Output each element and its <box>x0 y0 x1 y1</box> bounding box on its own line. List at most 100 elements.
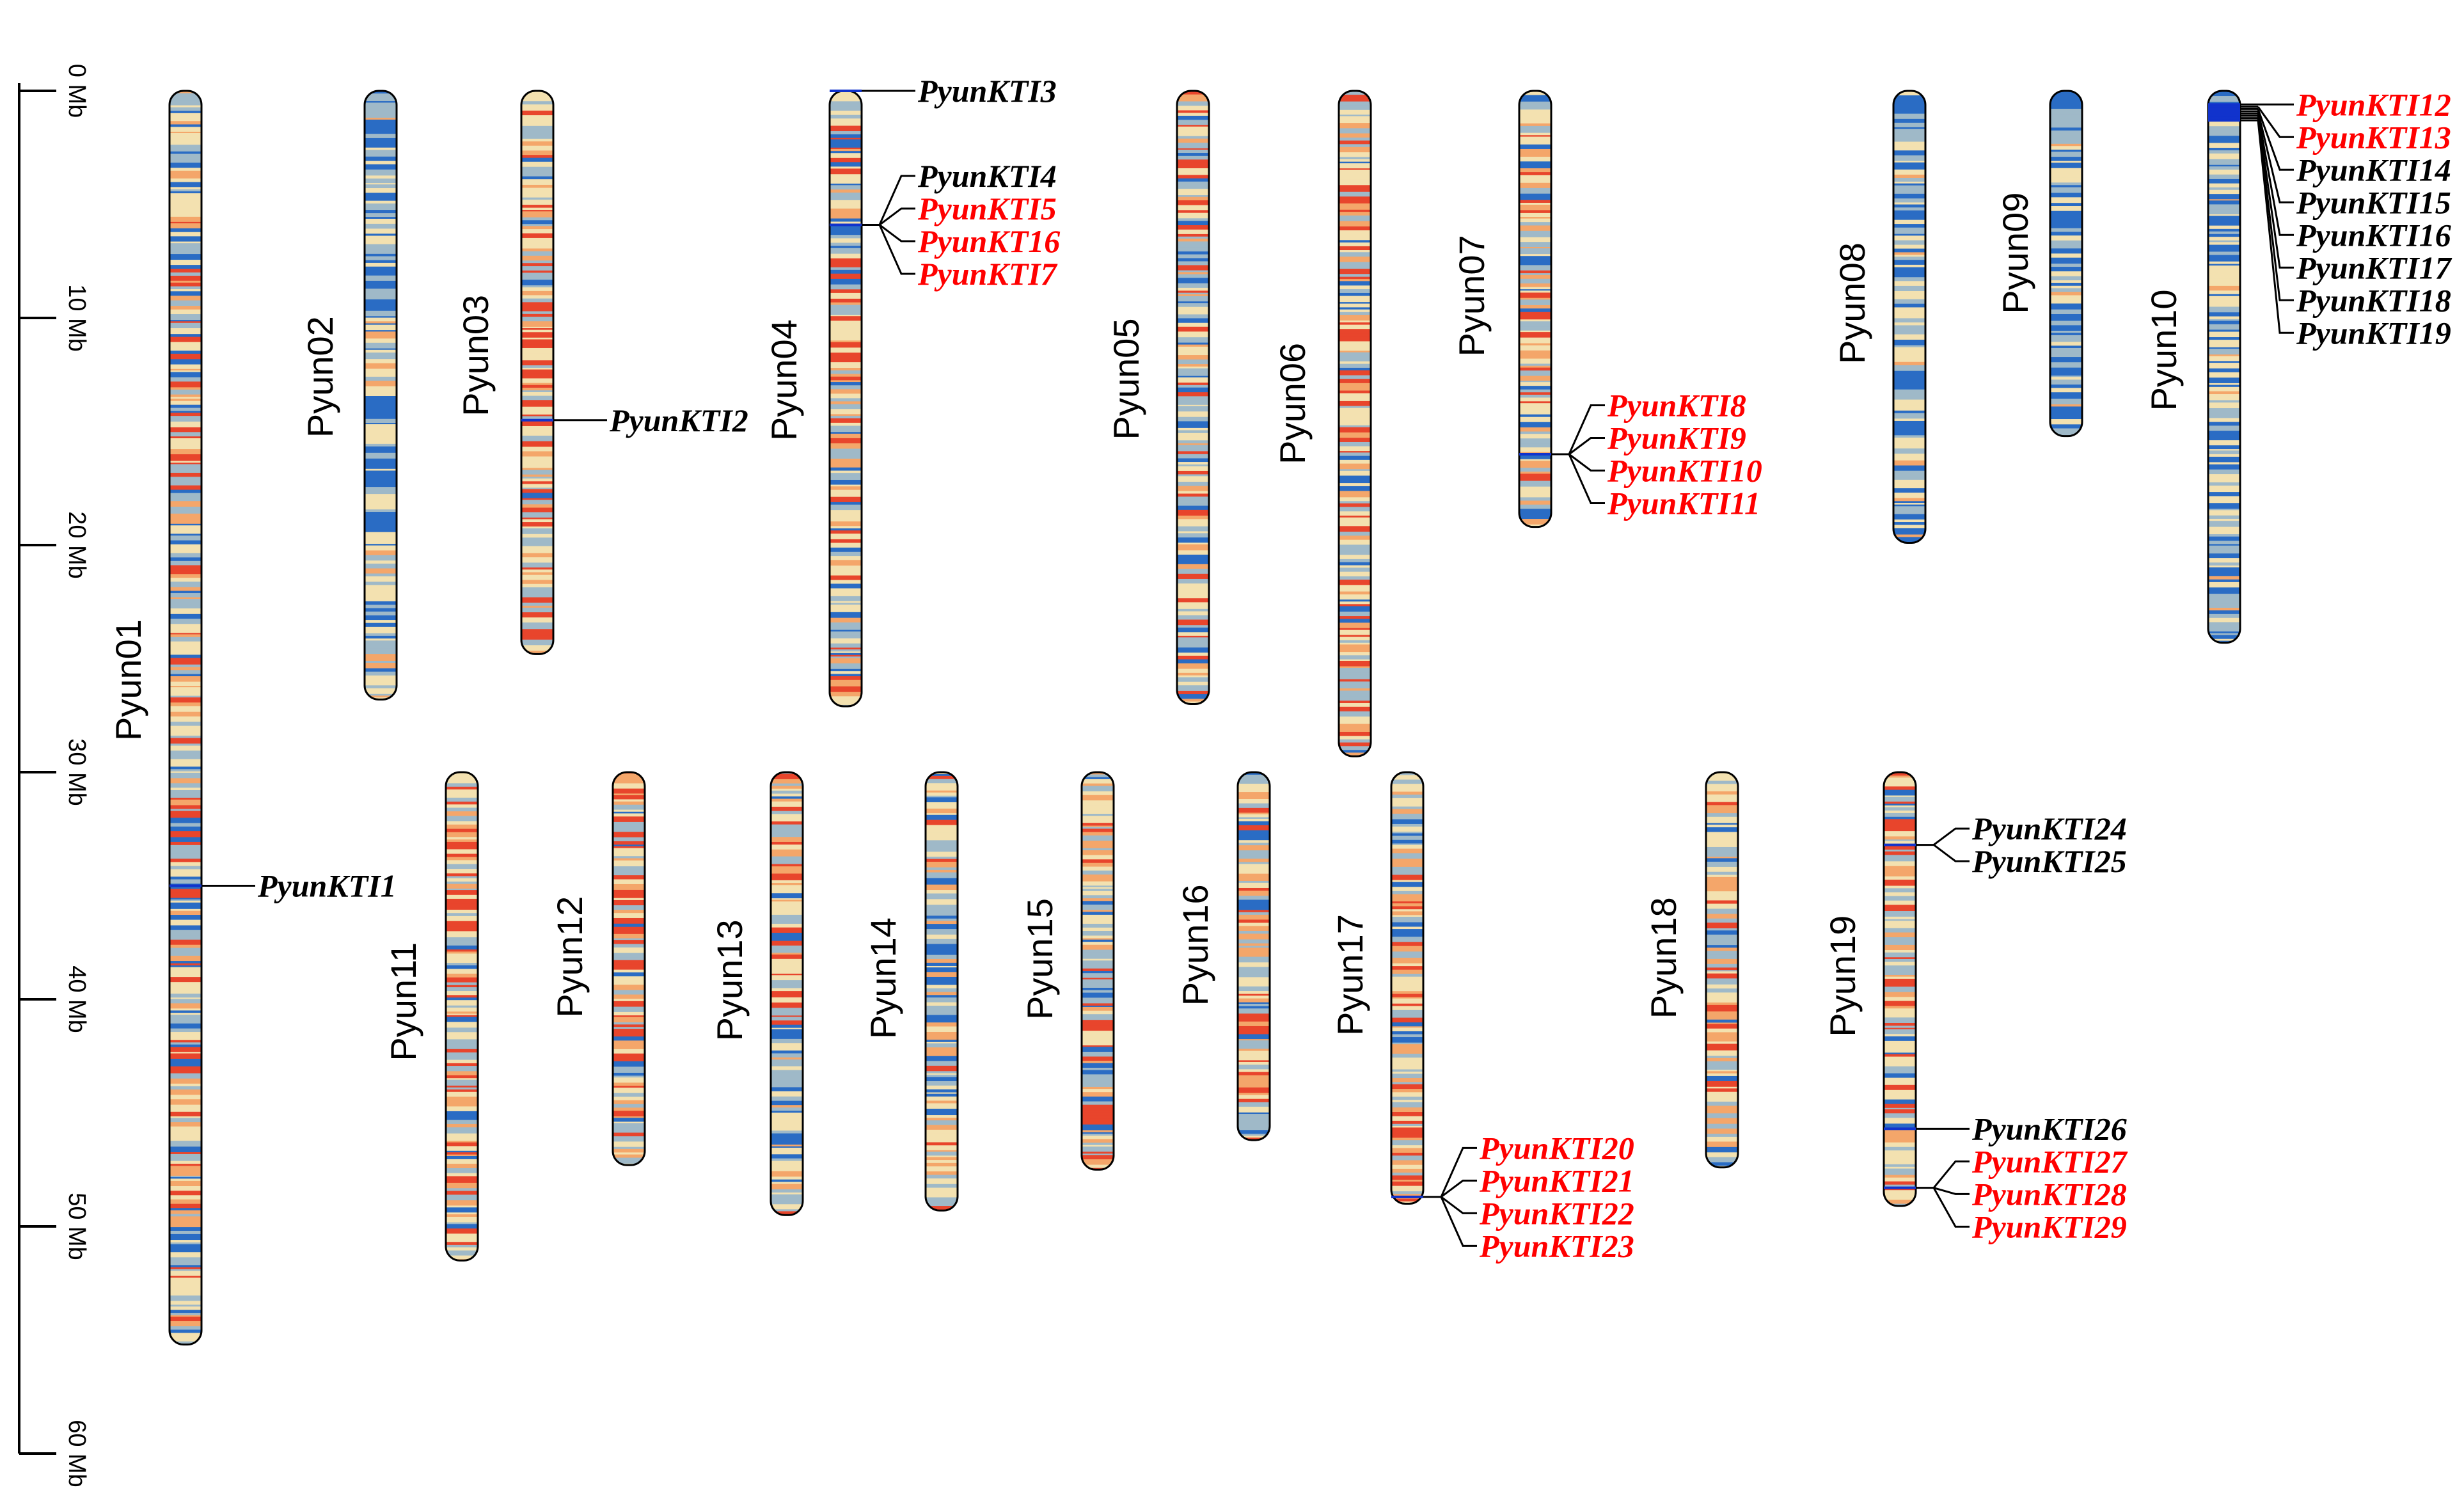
chromosome-outline <box>1518 90 1552 528</box>
density-bands <box>521 91 553 654</box>
chromosome-outline <box>445 771 479 1262</box>
density-bands <box>1706 772 1738 1168</box>
chromosome-outline <box>1892 90 1927 544</box>
chromosome-pyun11: Pyun11 <box>383 771 479 1262</box>
gene-label: PyunKTI5 <box>917 191 1057 226</box>
gene-connector <box>1933 844 1970 862</box>
gene-connector <box>1932 1160 1970 1189</box>
axis-tick-label: 10 Mb <box>63 284 90 352</box>
chromosome-label: Pyun01 <box>108 619 148 741</box>
chromosome-label: Pyun05 <box>1106 319 1146 440</box>
gene-label: PyunKTI23 <box>1479 1228 1634 1264</box>
chromosome-outline <box>2207 90 2241 644</box>
chromosome-outline <box>924 771 959 1212</box>
chromosome-label: Pyun08 <box>1832 242 1872 364</box>
chromosome-label: Pyun16 <box>1175 884 1215 1006</box>
gene-connector <box>878 175 915 226</box>
gene-connector <box>2257 111 2294 203</box>
gene-label: PyunKT16 <box>917 223 1060 259</box>
gene-label: PyunKTI27 <box>1971 1143 2128 1179</box>
chromosome-pyun14: Pyun14 <box>863 771 959 1212</box>
gene-annotations: PyunKTI1 PyunKTI2 PyunKTI3PyunKTI4PyunKTI5… <box>170 73 2452 1264</box>
gene-connector <box>1568 454 1605 504</box>
density-bands <box>365 91 397 700</box>
density-bands <box>771 772 803 1216</box>
density-bands <box>1884 772 1916 1207</box>
gene-label: PyunKTI13 <box>2296 119 2451 155</box>
gene-connector <box>1440 1146 1477 1198</box>
chromosome-outline <box>168 90 203 1346</box>
chromosome-label: Pyun09 <box>1995 193 2035 314</box>
density-bands <box>1238 772 1270 1141</box>
gene-label: PyunKTI19 <box>2296 315 2451 351</box>
chromosome-outline <box>1080 771 1115 1171</box>
gene-label: PyunKTI2 <box>609 402 748 438</box>
gene-connector <box>1933 827 1970 846</box>
chromosome-label: Pyun13 <box>709 919 750 1041</box>
chromosome-outline <box>1390 771 1425 1205</box>
gene-label: PyunKTI1 <box>257 868 397 904</box>
chromosome-pyun16: Pyun16 <box>1175 771 1271 1141</box>
density-bands <box>1893 91 1925 543</box>
chromosome-label: Pyun07 <box>1451 235 1492 356</box>
chromosome-outline <box>1883 771 1917 1207</box>
gene-connector <box>2257 113 2294 236</box>
gene-connector <box>2257 108 2294 171</box>
chromosome-label: Pyun19 <box>1822 915 1863 1037</box>
gene-label: PyunKTI3 <box>917 73 1057 109</box>
density-bands <box>830 91 862 707</box>
gene-label: PyunKTI29 <box>1971 1209 2127 1244</box>
density-bands <box>926 772 958 1211</box>
density-bands <box>1339 91 1371 757</box>
gene-label: PyunKTI28 <box>1971 1176 2127 1212</box>
chromosome-pyun13: Pyun13 <box>709 771 804 1216</box>
gene-connector <box>1568 404 1605 455</box>
gene-label: PyunKTI15 <box>2296 184 2451 220</box>
gene-label: PyunKTI4 <box>917 158 1057 194</box>
chromosome-label: Pyun10 <box>2144 289 2184 411</box>
chromosome-label: Pyun06 <box>1272 343 1313 464</box>
density-bands <box>613 772 645 1166</box>
gene-label: PyunKTI10 <box>1607 453 1762 489</box>
chromosome-outline <box>1236 771 1271 1141</box>
axis-tick-label: 50 Mb <box>63 1193 90 1260</box>
chromosome-label: Pyun11 <box>383 942 423 1061</box>
gene-connector <box>1441 1196 1477 1214</box>
gene-label: PyunKTI17 <box>2296 250 2452 285</box>
chromosome-outline <box>1705 771 1739 1169</box>
density-bands <box>170 91 201 1345</box>
gene-label: PyunKTI24 <box>1971 811 2127 846</box>
gene-connector <box>1933 1187 1970 1195</box>
axis-tick-label: 60 Mb <box>63 1420 90 1487</box>
chromosome-label: Pyun04 <box>764 319 804 441</box>
chromosome-outline <box>2049 90 2083 438</box>
gene-connector <box>1568 453 1605 472</box>
gene-connector <box>879 207 915 226</box>
gene-connector <box>878 224 915 275</box>
chromosome-label: Pyun18 <box>1643 897 1684 1019</box>
chromosome-pyun05: Pyun05 <box>1106 90 1210 705</box>
density-bands <box>1519 91 1551 527</box>
gene-connector <box>1932 1187 1970 1228</box>
gene-connector <box>1440 1196 1477 1247</box>
gene-connector <box>2257 106 2294 138</box>
gene-connector <box>1568 437 1605 456</box>
chromosome-outline <box>770 771 804 1216</box>
chromosome-outline <box>520 90 555 655</box>
chromosome-pyun07: Pyun07 <box>1451 90 1552 528</box>
chromosome-pyun03: Pyun03 <box>455 90 555 655</box>
chromosome-label: Pyun03 <box>455 295 496 416</box>
gene-label: PyunKTI12 <box>2296 86 2451 122</box>
chromosome-outline <box>612 771 646 1166</box>
chromosome-pyun04: Pyun04 <box>764 90 863 708</box>
gene-label: PyunKTI9 <box>1607 420 1746 456</box>
chromosome-outline <box>1338 90 1372 757</box>
chromosome-pyun01: Pyun01 <box>108 90 203 1346</box>
chromosome-pyun08: Pyun08 <box>1832 90 1927 544</box>
chromosome-label: Pyun12 <box>549 896 590 1018</box>
gene-label: PyunKTI16 <box>2296 217 2451 253</box>
chromosome-outline <box>363 90 398 701</box>
